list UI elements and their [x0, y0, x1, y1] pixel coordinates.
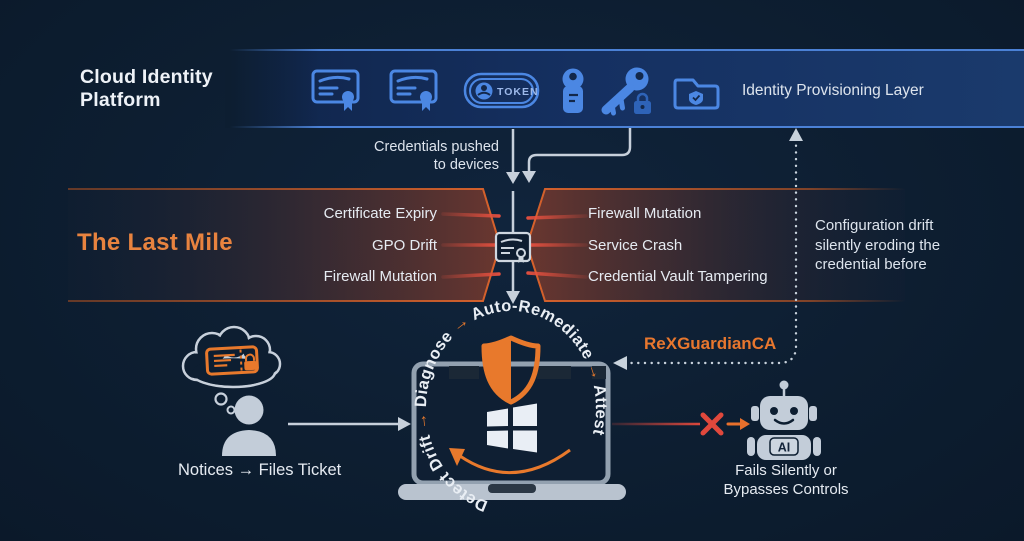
credential-push-arrows	[288, 128, 632, 431]
robot-ai-label: AI	[778, 441, 791, 455]
platform-title: Cloud Identity Platform	[80, 66, 213, 111]
product-name-label: ReXGuardianCA	[644, 334, 777, 353]
ticket-icon	[205, 345, 259, 376]
token-label: TOKEN	[497, 86, 539, 98]
fail-x-icon	[700, 412, 724, 436]
fail-path	[612, 412, 750, 436]
key-lock-icon	[601, 67, 651, 116]
usb-key-icon	[562, 68, 584, 113]
issue-service-crash: Service Crash	[588, 237, 683, 254]
ai-robot-icon: AI	[747, 380, 821, 460]
configuration-drift-note: Configuration drift silently eroding the…	[815, 217, 941, 273]
credentials-push-note: Credentials pushed to devices	[374, 139, 499, 173]
secure-folder-icon	[673, 78, 720, 110]
last-mile-title: The Last Mile	[77, 229, 233, 256]
thought-bubble	[181, 325, 282, 415]
feedback-dotted-path	[613, 128, 803, 370]
certificate-icon	[311, 69, 360, 111]
drift-connector-lines	[441, 212, 588, 279]
provisioning-layer-label: Identity Provisioning Layer	[742, 82, 924, 99]
certificate-icon	[389, 69, 438, 111]
ai-failure-caption: Fails Silently or Bypasses Controls	[723, 462, 849, 498]
device-certificate-icon	[494, 231, 532, 263]
cycle-return-arrow	[449, 448, 571, 474]
user-action-label: Notices → Files Ticket	[178, 461, 342, 479]
shield-icon	[481, 335, 541, 405]
issue-firewall-mutation-right: Firewall Mutation	[588, 205, 702, 222]
token-badge-icon: TOKEN	[463, 72, 540, 109]
issue-firewall-mutation-left: Firewall Mutation	[323, 268, 437, 285]
user-silhouette	[222, 395, 276, 456]
issue-gpo-drift: GPO Drift	[371, 237, 437, 254]
issue-certificate-expiry: Certificate Expiry	[323, 205, 437, 222]
windows-logo-icon	[487, 403, 537, 453]
bypass-arrow-icon	[726, 418, 750, 430]
issue-credential-vault-tampering: Credential Vault Tampering	[588, 268, 768, 285]
